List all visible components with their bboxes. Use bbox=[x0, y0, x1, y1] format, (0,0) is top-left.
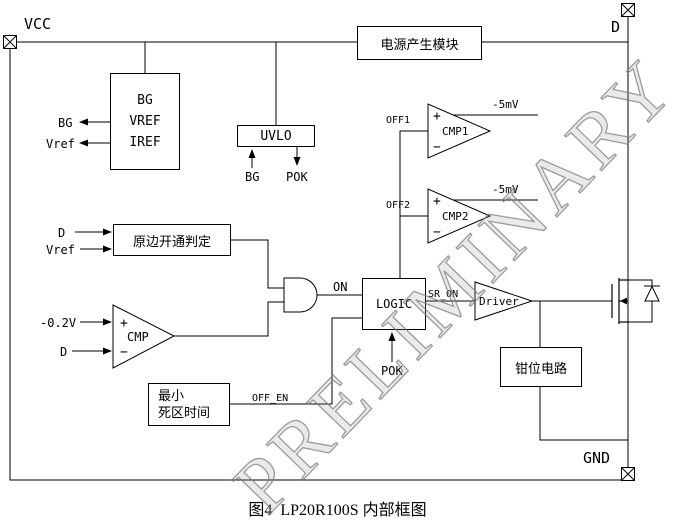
uvlo-block: UVLO bbox=[237, 125, 315, 147]
power-generation-block: 电源产生模块 bbox=[357, 26, 482, 60]
arrow-wires bbox=[72, 118, 396, 362]
cmp1-minus-sign: − bbox=[433, 140, 441, 155]
bandgap-reference-block: BG VREF IREF bbox=[110, 73, 180, 170]
detect-d-input-label: D bbox=[58, 226, 65, 240]
cmp2-threshold-label: -5mV bbox=[492, 183, 519, 196]
cmp-d-input-label: D bbox=[60, 345, 67, 359]
off1-signal-label: OFF1 bbox=[386, 115, 410, 126]
vref-output-label: Vref bbox=[46, 137, 75, 151]
pin-gnd-icon bbox=[621, 467, 635, 481]
pin-vcc-icon bbox=[3, 35, 17, 49]
mosfet-icon bbox=[611, 278, 628, 324]
pin-vcc-label: VCC bbox=[24, 15, 51, 33]
pok-signal-label: POK bbox=[381, 364, 403, 378]
cmp2-minus-sign: − bbox=[433, 225, 441, 240]
cmp1-threshold-label: -5mV bbox=[492, 98, 519, 111]
figure-caption: 图4 LP20R100S 内部框图 bbox=[248, 502, 427, 519]
cmp1-plus-sign: + bbox=[433, 109, 441, 124]
ic-boundary-and-wires bbox=[9, 16, 629, 481]
driver-triangle-icon bbox=[474, 281, 534, 321]
bg-output-label: BG bbox=[58, 116, 72, 130]
cmp-plus-sign: + bbox=[120, 316, 128, 331]
min-deadtime-block: 最小 死区时间 bbox=[148, 383, 230, 426]
cmp-comparator-icon bbox=[112, 304, 176, 369]
cmp-minus-sign: − bbox=[120, 345, 128, 360]
cmp2-plus-sign: + bbox=[433, 194, 441, 209]
detect-vref-input-label: Vref bbox=[46, 243, 75, 257]
pin-d-label: D bbox=[611, 18, 620, 36]
primary-on-detect-block: 原边开通判定 bbox=[113, 224, 231, 256]
uvlo-bg-label: BG bbox=[245, 170, 259, 184]
driver-label: Driver bbox=[479, 295, 519, 308]
off-en-signal-label: OFF_EN bbox=[252, 393, 288, 404]
pin-gnd-label: GND bbox=[583, 449, 610, 467]
on-signal-label: ON bbox=[333, 280, 347, 294]
logic-block: LOGIC bbox=[362, 278, 426, 330]
body-diode-icon bbox=[628, 279, 660, 323]
cmp1-label: CMP1 bbox=[442, 125, 469, 138]
off2-signal-label: OFF2 bbox=[386, 200, 410, 211]
uvlo-pok-label: POK bbox=[286, 170, 308, 184]
clamp-circuit-block: 钳位电路 bbox=[500, 347, 582, 387]
cmp2-comparator-icon bbox=[427, 188, 492, 244]
sr-on-signal-label: SR_ON bbox=[428, 289, 458, 300]
cmp-ref-input-label: -0.2V bbox=[40, 316, 76, 330]
cmp2-label: CMP2 bbox=[442, 210, 469, 223]
and-gate-icon bbox=[283, 277, 318, 313]
pin-d-icon bbox=[621, 3, 635, 17]
cmp1-comparator-icon bbox=[427, 103, 492, 159]
cmp-label: CMP bbox=[127, 330, 149, 344]
